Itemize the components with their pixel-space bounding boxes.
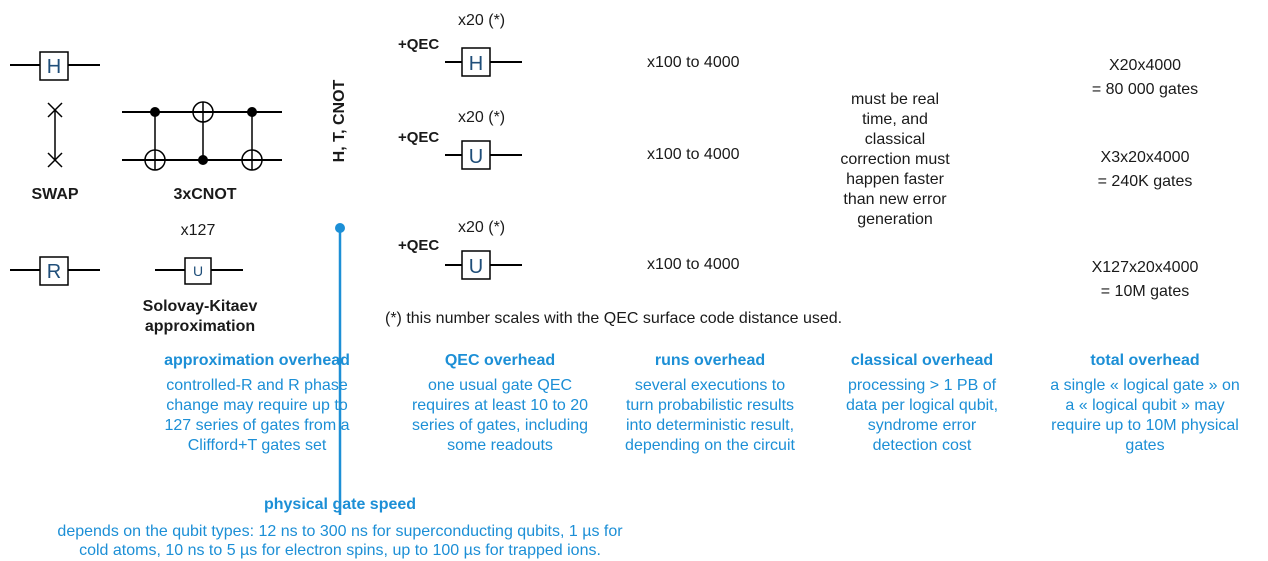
overhead-title: classical overhead <box>850 352 994 369</box>
classical-note-line: time, and <box>862 111 928 128</box>
classical-note-line: classical <box>864 131 926 148</box>
overhead-line: requires at least 10 to 20 <box>411 397 589 414</box>
qec-count-1: x20 (*) <box>458 12 506 29</box>
x127-label: x127 <box>180 222 216 239</box>
overhead-qec: QEC overhead one usual gate QEC requires… <box>385 352 615 456</box>
physical-line-2: cold atoms, 10 ns to 5 µs for electron s… <box>79 542 601 559</box>
physical-title: physical gate speed <box>263 496 417 513</box>
r-gate-label: R <box>47 261 61 283</box>
overhead-line: gates <box>1125 437 1165 454</box>
overhead-title: QEC overhead <box>444 352 556 369</box>
overhead-line: a single « logical gate » on <box>1050 377 1240 394</box>
three-cnot-circuit <box>122 101 282 171</box>
total-3-line1: X127x20x4000 <box>1091 259 1199 276</box>
h-gate-label: H <box>47 56 61 78</box>
overhead-title: approximation overhead <box>164 352 350 369</box>
qec-gate-1: H <box>445 47 522 77</box>
overhead-line: turn probabilistic results <box>625 397 795 414</box>
overhead-title: total overhead <box>1090 352 1200 369</box>
footnote: (*) this number scales with the QEC surf… <box>385 310 843 327</box>
overhead-line: data per logical qubit, <box>845 397 999 414</box>
overhead-line: Clifford+T gates set <box>187 437 327 454</box>
vertical-gate-set-label: H, T, CNOT <box>331 79 348 163</box>
qec-prefix-1: +QEC <box>398 36 440 53</box>
total-1: X20x4000 = 80 000 gates <box>1050 54 1240 102</box>
overhead-approximation: approximation overhead controlled-R and … <box>142 352 372 456</box>
overhead-line: detection cost <box>872 437 972 454</box>
qec-gate-3-label: U <box>469 256 483 278</box>
classical-note: must be real time, and classical correct… <box>820 90 970 230</box>
qec-gate-1-label: H <box>469 53 483 75</box>
total-1-line1: X20x4000 <box>1108 57 1182 74</box>
qec-gate-3: U <box>445 250 522 280</box>
runs-2: x100 to 4000 <box>647 146 740 163</box>
overhead-line: require up to 10M physical <box>1051 417 1239 434</box>
overhead-title: runs overhead <box>654 352 766 369</box>
swap-label: SWAP <box>31 186 79 203</box>
sk-line-2: approximation <box>144 318 256 335</box>
overhead-line: syndrome error <box>867 417 977 434</box>
u-gate-sk: U <box>155 257 243 285</box>
qec-gate-2: U <box>445 140 522 170</box>
overhead-line: one usual gate QEC <box>427 377 573 394</box>
overhead-runs: runs overhead several executions to turn… <box>595 352 825 456</box>
solovay-kitaev-label: Solovay-Kitaev approximation <box>120 297 280 337</box>
swap-gate <box>47 102 63 168</box>
qec-count-3: x20 (*) <box>458 219 506 236</box>
physical-description: depends on the qubit types: 12 ns to 300… <box>0 522 680 560</box>
qec-prefix-3: +QEC <box>398 237 440 254</box>
overhead-line: controlled-R and R phase <box>166 377 348 394</box>
qec-prefix-2: +QEC <box>398 129 440 146</box>
u-gate-label: U <box>193 263 203 279</box>
overhead-line: 127 series of gates from a <box>164 417 350 434</box>
total-2: X3x20x4000 = 240K gates <box>1050 146 1240 194</box>
overhead-line: processing > 1 PB of <box>847 377 997 394</box>
classical-note-line: happen faster <box>846 171 944 188</box>
overhead-line: some readouts <box>447 437 553 454</box>
sk-line-1: Solovay-Kitaev <box>142 298 258 315</box>
classical-note-line: generation <box>857 211 933 228</box>
overhead-line: depending on the circuit <box>625 437 795 454</box>
qec-count-2: x20 (*) <box>458 109 506 126</box>
runs-3: x100 to 4000 <box>647 256 740 273</box>
total-2-line1: X3x20x4000 <box>1100 149 1190 166</box>
overhead-line: into deterministic result, <box>625 417 795 434</box>
r-gate: R <box>10 256 100 286</box>
classical-note-line: than new error <box>843 191 947 208</box>
overhead-line: a « logical qubit » may <box>1065 397 1225 414</box>
overhead-total: total overhead a single « logical gate »… <box>1025 352 1265 456</box>
cnot-label: 3xCNOT <box>173 186 237 203</box>
total-3: X127x20x4000 = 10M gates <box>1050 256 1240 304</box>
classical-note-line: correction must <box>840 151 950 168</box>
classical-note-line: must be real <box>850 91 940 108</box>
overhead-line: series of gates, including <box>411 417 589 434</box>
physical-line-1: depends on the qubit types: 12 ns to 300… <box>57 523 623 540</box>
overhead-line: several executions to <box>634 377 786 394</box>
overhead-line: change may require up to <box>166 397 348 414</box>
gate-speed-timeline <box>335 223 345 515</box>
h-gate: H <box>10 51 100 81</box>
runs-1: x100 to 4000 <box>647 54 740 71</box>
physical-gate-speed: physical gate speed <box>0 496 680 520</box>
overhead-classical: classical overhead processing > 1 PB of … <box>812 352 1032 456</box>
total-1-line2: = 80 000 gates <box>1091 81 1199 98</box>
total-2-line2: = 240K gates <box>1097 173 1193 190</box>
qec-gate-2-label: U <box>469 146 483 168</box>
total-3-line2: = 10M gates <box>1100 283 1190 300</box>
